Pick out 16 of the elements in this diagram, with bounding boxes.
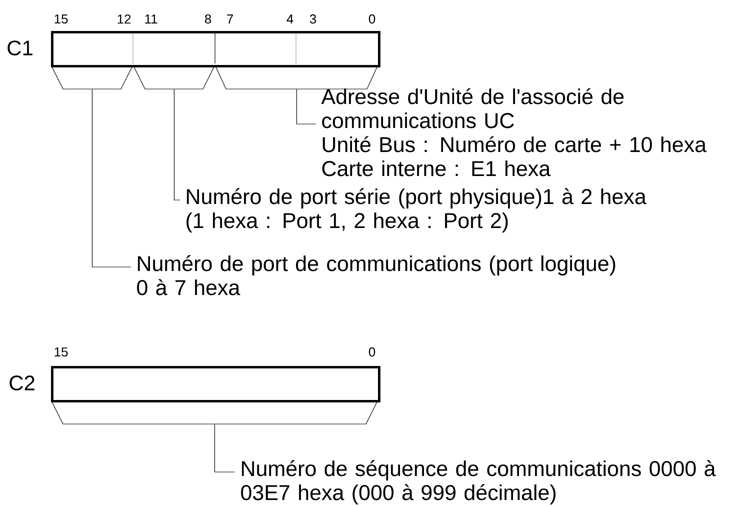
bracket	[132, 64, 216, 90]
bracket	[50, 400, 378, 424]
register-name: C1	[8, 40, 32, 56]
register-box	[51, 366, 380, 402]
leader-line	[214, 424, 236, 472]
register-name: C2	[10, 376, 34, 390]
annotation-text: Adresse d'Unité de l'associé de communications UC Unité Bus : Numéro de carte + 10 hexa Carte interne : E1 hexa	[321, 88, 707, 176]
annotation-text: Numéro de séquence de communications 0000 à 03E7 hexa (000 à 999 décimale)	[241, 460, 716, 504]
register-box	[51, 31, 380, 68]
leader-line	[174, 89, 180, 200]
annotation-text: Numéro de port série (port physique)1 à 2 hexa (1 hexa : Port 1, 2 hexa : Port 2)	[186, 188, 646, 232]
leader-line	[92, 89, 132, 268]
bracket	[214, 64, 378, 90]
leader-line	[296, 89, 316, 124]
annotation-text: Numéro de port de communications (port logique) 0 à 7 hexa	[137, 255, 616, 296]
bracket	[50, 64, 134, 90]
